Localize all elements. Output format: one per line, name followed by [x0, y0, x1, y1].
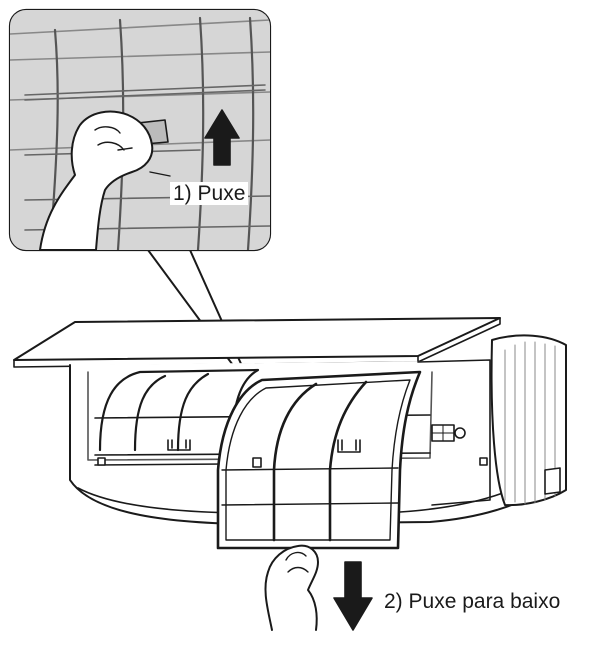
control-grid-lines	[431, 424, 455, 442]
pull-tab-line	[149, 171, 171, 177]
filter-clip-right	[337, 439, 361, 453]
screw-right	[479, 457, 488, 466]
removed-filter	[216, 370, 422, 631]
up-arrow-icon	[204, 109, 240, 166]
hand-illustration	[39, 110, 154, 250]
side-cover-hatching	[504, 341, 556, 505]
filter-clip-left	[167, 439, 191, 451]
screw-left	[97, 457, 106, 466]
lower-hand-fingers	[285, 551, 309, 573]
filter-mesh-vertical	[272, 380, 368, 542]
side-cover	[490, 334, 567, 507]
left-filter-mesh	[133, 372, 210, 452]
front-panel-open	[13, 317, 501, 361]
control-panel-area	[417, 359, 491, 506]
step-2-label: 2) Puxe para baixo	[384, 590, 561, 613]
side-cover-latch	[544, 467, 561, 495]
filter-tab	[252, 457, 262, 468]
filter-inner-frame	[225, 379, 411, 541]
unit-casing-detail	[10, 19, 270, 151]
filter-frame	[216, 370, 422, 550]
step-1-label: 1) Puxe	[170, 182, 249, 205]
control-knob	[454, 427, 466, 439]
filter-mesh-horizontal	[221, 467, 399, 506]
down-arrow-icon	[333, 561, 373, 631]
lower-hand-illustration	[264, 544, 319, 631]
zoom-callout	[8, 8, 272, 396]
hand-finger-detail	[94, 126, 133, 151]
